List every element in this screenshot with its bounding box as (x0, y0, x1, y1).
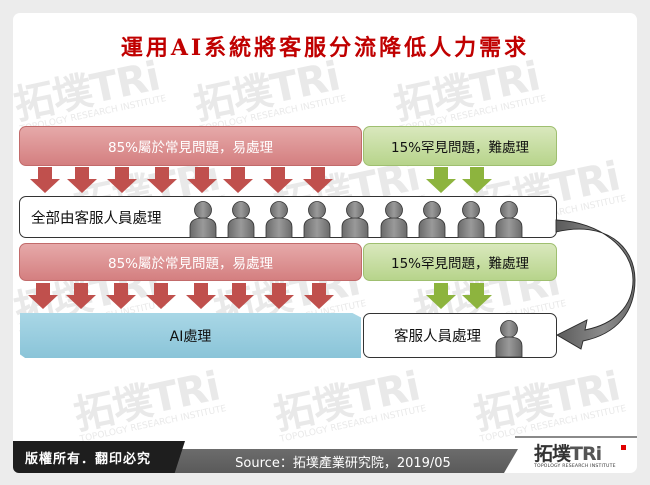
agent-handling-box: 客服人員處理 (363, 313, 557, 358)
person-icon (341, 201, 369, 238)
person-icon (457, 201, 485, 238)
person-icon (418, 201, 446, 238)
logo-subtitle: TOPOLOGY RESEARCH INSTITUTE (534, 464, 616, 469)
all-human-handling-label: 全部由客服人員處理 (31, 210, 162, 227)
tri-logo: 拓墣TRi TOPOLOGY RESEARCH INSTITUTE (534, 444, 630, 470)
person-icon (189, 201, 217, 238)
copyright-bar: 版權所有．翻印必究 (13, 441, 185, 473)
common-issues-box: 85%屬於常見問題，易處理 (19, 126, 362, 166)
down-arrow-icon (30, 167, 60, 193)
logo-tri-text: TRi (570, 443, 602, 465)
agent-handling-label: 客服人員處理 (394, 329, 481, 345)
rare-issues-label: 15%罕見問題，難處理 (390, 140, 529, 156)
logo-main-text: 拓墣 (534, 443, 571, 465)
source-bar: Source：拓墣產業研究院，2019/05 (168, 449, 518, 473)
down-arrow-icon (66, 283, 96, 309)
down-arrow-icon (107, 167, 137, 193)
copyright-text: 版權所有．翻印必究 (25, 451, 152, 467)
rare-issues-box: 15%罕見問題，難處理 (363, 243, 557, 281)
ai-handling-label: AI處理 (169, 328, 212, 345)
person-icon (495, 201, 523, 238)
down-arrow-icon (426, 167, 456, 193)
footer-divider (515, 436, 637, 438)
person-icon (303, 201, 331, 238)
ai-handling-box: AI處理 (20, 313, 361, 358)
rare-issues-label: 15%罕見問題，難處理 (390, 256, 529, 272)
down-arrow-icon (106, 283, 136, 309)
down-arrow-icon (264, 283, 294, 309)
down-arrow-icon (223, 167, 253, 193)
curved-arrow-icon (555, 219, 636, 350)
down-arrow-icon (304, 283, 334, 309)
slide-title: 運用AI系統將客服分流降低人力需求 (120, 35, 530, 61)
person-icon (495, 320, 523, 357)
down-arrow-icon (462, 283, 492, 309)
common-issues-label: 85%屬於常見問題，易處理 (107, 256, 273, 272)
down-arrow-icon (67, 167, 97, 193)
common-issues-box: 85%屬於常見問題，易處理 (19, 243, 362, 281)
down-arrow-icon (426, 283, 456, 309)
down-arrow-icon (462, 167, 492, 193)
down-arrow-icon (186, 283, 216, 309)
source-text: Source：拓墣產業研究院，2019/05 (235, 455, 451, 471)
down-arrow-icon (146, 283, 176, 309)
person-icon (227, 201, 255, 238)
person-icon (265, 201, 293, 238)
logo-dot-icon (621, 445, 626, 450)
down-arrow-icon (28, 283, 58, 309)
person-icon (380, 201, 408, 238)
down-arrow-icon (263, 167, 293, 193)
common-issues-label: 85%屬於常見問題，易處理 (107, 140, 273, 156)
rare-issues-box: 15%罕見問題，難處理 (363, 126, 557, 166)
down-arrow-icon (224, 283, 254, 309)
down-arrow-icon (187, 167, 217, 193)
down-arrow-icon (303, 167, 333, 193)
down-arrow-icon (147, 167, 177, 193)
